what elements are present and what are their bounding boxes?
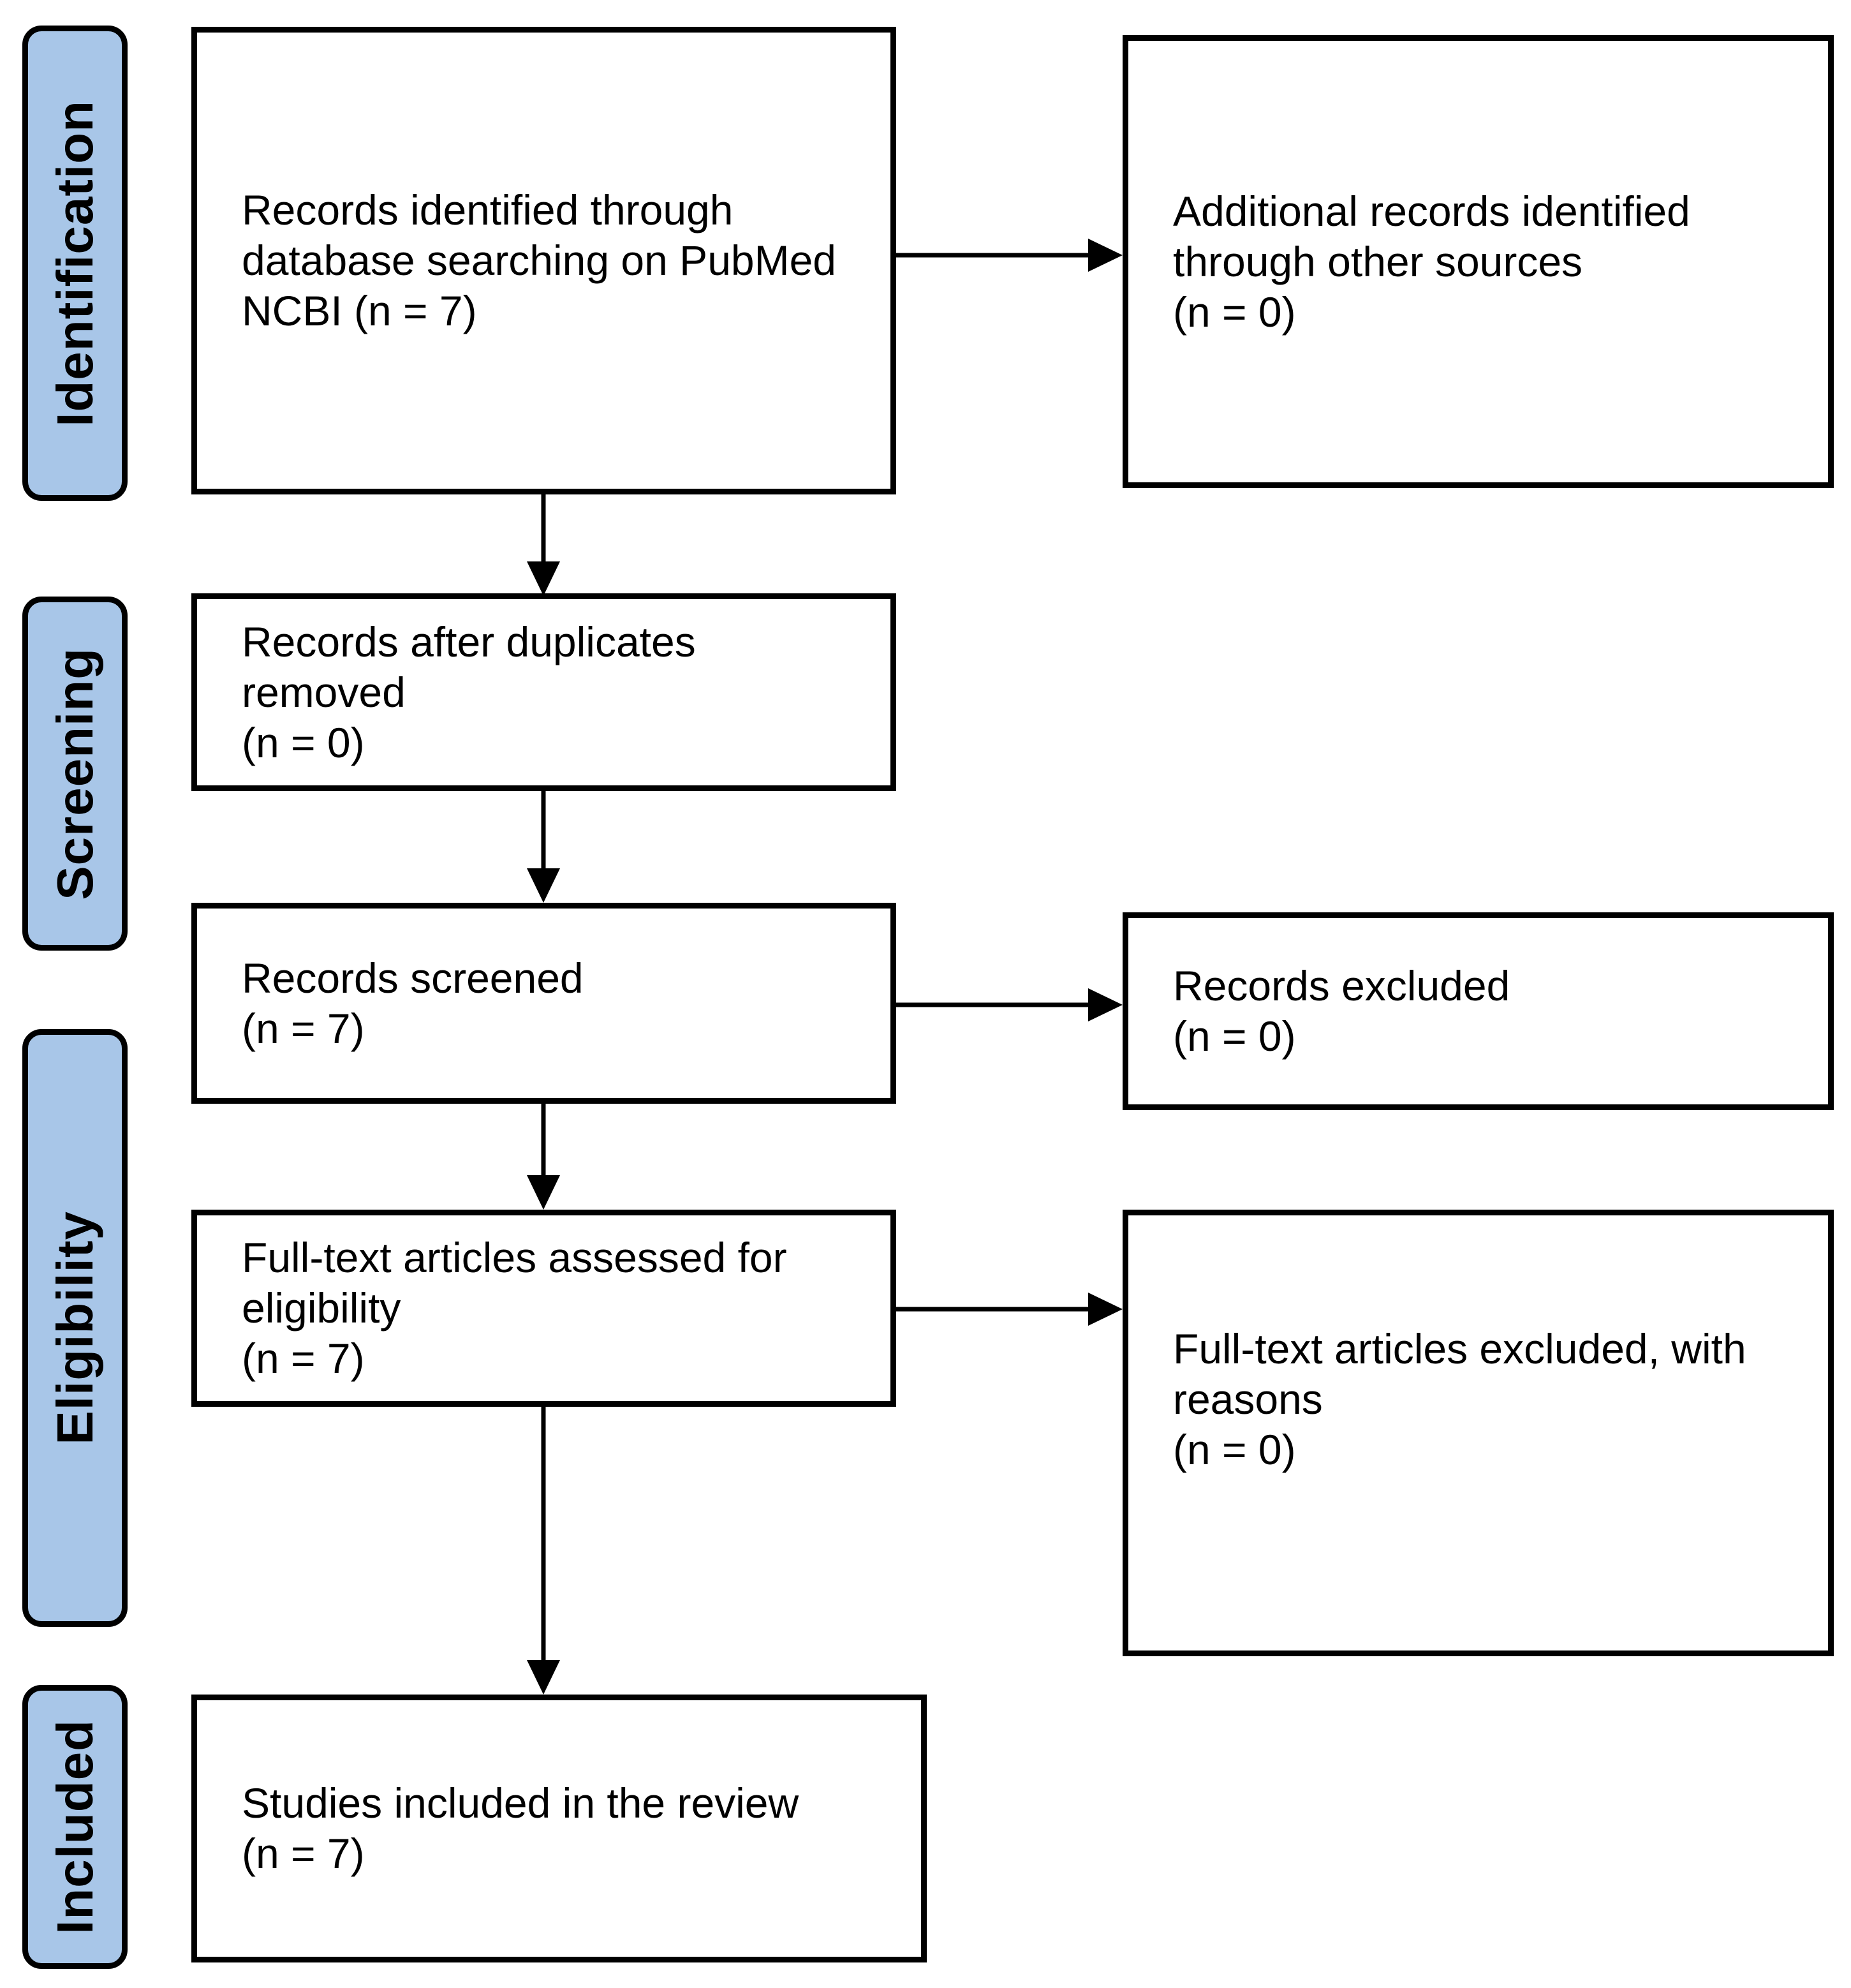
box-fulltext-excluded: Full-text articles excluded, with reason… [1123, 1210, 1834, 1656]
arrow-identified-to-duplicates [527, 494, 560, 596]
box-records-identified: Records identified through database sear… [191, 27, 896, 494]
box-records-screened: Records screened (n = 7) [191, 903, 896, 1104]
box-text-line: Records screened [242, 954, 584, 1002]
box-text-line: Records excluded [1173, 962, 1510, 1009]
box-fulltext-assessed: Full-text articles assessed for eligibil… [191, 1210, 896, 1407]
stage-label-text: Identification [46, 100, 103, 427]
box-text-line: (n = 0) [242, 718, 365, 766]
box-text-line: Additional records identified [1173, 187, 1690, 235]
arrow-screened-to-fulltext [527, 1104, 560, 1210]
box-text-line: Studies included in the review [242, 1779, 799, 1827]
box-text-line: (n = 0) [1173, 288, 1296, 336]
box-studies-included: Studies included in the review (n = 7) [191, 1695, 927, 1962]
stage-label-included: Included [22, 1685, 128, 1969]
stage-label-screening: Screening [22, 597, 128, 951]
box-text-line: database searching on PubMed [242, 237, 836, 284]
box-text-line: Records after duplicates [242, 618, 696, 665]
stage-label-text: Included [46, 1719, 103, 1934]
arrow-identified-to-additional [896, 239, 1123, 272]
box-text-line: Records identified through [242, 186, 734, 234]
arrow-duplicates-to-screened [527, 791, 560, 903]
box-text-line: reasons [1173, 1376, 1323, 1423]
box-text-line: (n = 7) [242, 1830, 365, 1877]
stage-label-text: Eligibility [46, 1211, 103, 1445]
box-text-line: through other sources [1173, 237, 1583, 285]
box-text-line: eligibility [242, 1284, 401, 1332]
box-text-line: (n = 0) [1173, 1013, 1296, 1060]
box-additional-records: Additional records identified through ot… [1123, 35, 1834, 488]
box-text-line: (n = 0) [1173, 1426, 1296, 1473]
stage-label-eligibility: Eligibility [22, 1029, 128, 1627]
arrow-screened-to-excluded [896, 988, 1123, 1021]
box-duplicates-removed: Records after duplicates removed (n = 0) [191, 593, 896, 791]
arrow-fulltext-to-included [527, 1407, 560, 1695]
box-text-line: (n = 7) [242, 1004, 365, 1052]
box-text-line: NCBI (n = 7) [242, 287, 477, 334]
box-text-line: Full-text articles excluded, with [1173, 1325, 1746, 1372]
stage-label-identification: Identification [22, 26, 128, 501]
arrow-fulltext-to-fulltext-excluded [896, 1293, 1123, 1326]
box-text-line: Full-text articles assessed for [242, 1234, 787, 1281]
box-records-excluded: Records excluded (n = 0) [1123, 912, 1834, 1110]
box-text-line: removed [242, 668, 406, 716]
stage-label-text: Screening [46, 647, 103, 900]
box-text-line: (n = 7) [242, 1335, 365, 1382]
